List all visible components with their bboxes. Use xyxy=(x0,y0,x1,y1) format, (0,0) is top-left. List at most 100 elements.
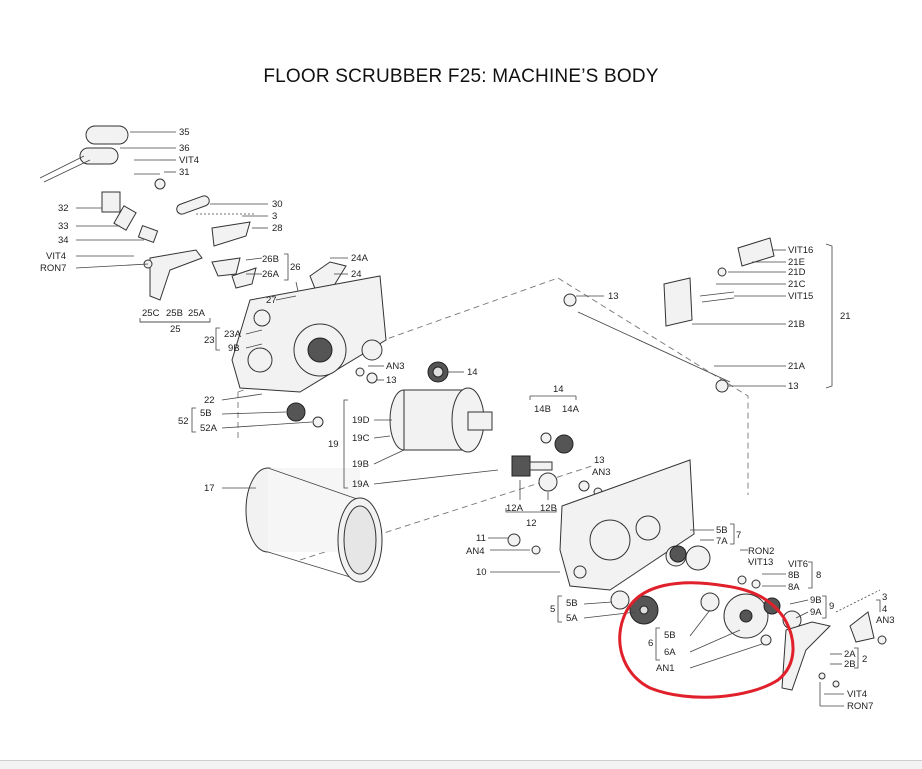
label-2: 2 xyxy=(862,654,867,665)
group-brackets xyxy=(139,253,881,669)
gear-12a xyxy=(511,455,553,477)
motor-19 xyxy=(389,387,493,453)
label-30: 30 xyxy=(272,199,283,210)
label-6: 6 xyxy=(648,638,653,649)
label-13-right: 13 xyxy=(788,381,799,392)
bearing-5b-left xyxy=(286,402,324,428)
label-12: 12 xyxy=(526,518,537,529)
label-36: 36 xyxy=(179,143,190,154)
label-vit15: VIT15 xyxy=(788,291,813,302)
label-5b-left: 5B xyxy=(200,408,212,419)
label-35: 35 xyxy=(179,127,190,138)
washer-an1 xyxy=(760,634,772,646)
label-31: 31 xyxy=(179,167,190,178)
label-vit4-left: VIT4 xyxy=(46,251,66,262)
label-23: 23 xyxy=(204,335,215,346)
label-an3-right: AN3 xyxy=(876,615,894,626)
label-an4: AN4 xyxy=(466,546,484,557)
red-highlight-circle xyxy=(618,581,795,699)
label-21c: 21C xyxy=(788,279,806,290)
washers-11-an4 xyxy=(507,533,541,555)
label-19c: 19C xyxy=(352,433,370,444)
label-8: 8 xyxy=(816,570,821,581)
label-ron7-left: RON7 xyxy=(40,263,66,274)
label-25b: 25B xyxy=(166,308,183,319)
label-14-right: 14 xyxy=(467,367,478,378)
label-11: 11 xyxy=(476,533,486,544)
label-17: 17 xyxy=(204,483,215,494)
part-labels: 35 36 VIT4 31 30 3 28 32 33 34 VIT4 RON7… xyxy=(40,127,894,712)
label-13-top: 13 xyxy=(608,291,619,302)
label-12b: 12B xyxy=(540,503,557,514)
label-28: 28 xyxy=(272,223,283,234)
label-19b: 19B xyxy=(352,459,369,470)
label-14-group: 14 xyxy=(553,384,564,395)
label-26b: 26B xyxy=(262,254,279,265)
label-6a: 6A xyxy=(664,647,676,658)
label-7: 7 xyxy=(736,530,741,541)
label-vit13: VIT13 xyxy=(748,557,773,568)
label-13-center: 13 xyxy=(594,455,605,466)
label-vit4-bottom: VIT4 xyxy=(847,689,867,700)
label-25a: 25A xyxy=(188,308,206,319)
label-21d: 21D xyxy=(788,267,806,278)
label-7a: 7A xyxy=(716,536,728,547)
label-24a: 24A xyxy=(351,253,369,264)
cylinder-17 xyxy=(245,467,383,583)
label-5b-right: 5B xyxy=(716,525,728,536)
label-9a: 9A xyxy=(810,607,822,618)
connector-blocks xyxy=(101,191,159,244)
label-13-left: 13 xyxy=(386,375,397,386)
label-2a: 2A xyxy=(844,649,856,660)
label-9: 9 xyxy=(829,601,834,612)
label-2b: 2B xyxy=(844,659,856,670)
label-19: 19 xyxy=(328,439,339,450)
label-5a: 5A xyxy=(566,613,578,624)
label-ron7-bottom: RON7 xyxy=(847,701,873,712)
label-5b-lower: 5B xyxy=(566,598,578,609)
label-vit16: VIT16 xyxy=(788,245,813,256)
label-52: 52 xyxy=(178,416,189,427)
bearing-14 xyxy=(427,361,449,383)
label-33: 33 xyxy=(58,221,69,232)
label-25c: 25C xyxy=(142,308,160,319)
right-gearbox-plate xyxy=(559,459,695,591)
capacitor-part xyxy=(39,125,129,183)
label-5: 5 xyxy=(550,604,555,615)
label-34: 34 xyxy=(58,235,69,246)
label-27: 27 xyxy=(266,295,277,306)
label-52a: 52A xyxy=(200,423,218,434)
label-ron2: RON2 xyxy=(748,546,774,557)
label-21e: 21E xyxy=(788,257,805,268)
screw-part xyxy=(134,159,166,190)
label-19a: 19A xyxy=(352,479,370,490)
bearing-14a xyxy=(540,432,574,454)
label-23a: 23A xyxy=(224,329,242,340)
gear-7a xyxy=(669,545,711,571)
label-an3-center: AN3 xyxy=(592,467,610,478)
label-22: 22 xyxy=(204,395,215,406)
label-12a: 12A xyxy=(506,503,524,514)
bottom-scrollbar-strip xyxy=(0,760,922,769)
label-21a: 21A xyxy=(788,361,806,372)
label-3-right: 3 xyxy=(882,592,887,603)
label-5b-gear: 5B xyxy=(664,630,676,641)
label-24: 24 xyxy=(351,269,362,280)
bearing-12b xyxy=(538,472,558,492)
label-vit6: VIT6 xyxy=(788,559,808,570)
label-an1: AN1 xyxy=(656,663,674,674)
label-32: 32 xyxy=(58,203,69,214)
diagram-title: FLOOR SCRUBBER F25: MACHINE’S BODY xyxy=(263,66,659,87)
label-9b-right: 9B xyxy=(810,595,822,606)
small-brackets xyxy=(211,257,347,301)
washer-13-left xyxy=(355,367,378,384)
label-26: 26 xyxy=(290,262,301,273)
label-3-top: 3 xyxy=(272,211,277,222)
bearings-5a xyxy=(610,590,659,625)
label-21: 21 xyxy=(840,311,851,322)
label-25: 25 xyxy=(170,324,181,335)
brush-holder-21 xyxy=(563,237,775,393)
label-8b: 8B xyxy=(788,570,800,581)
label-10: 10 xyxy=(476,567,487,578)
